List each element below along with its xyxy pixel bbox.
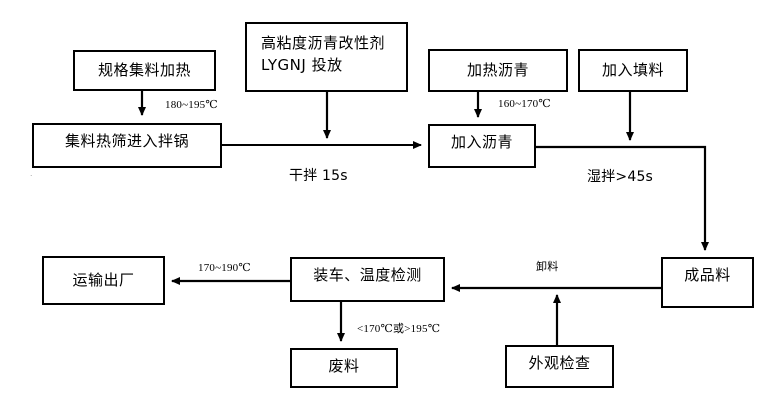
node-finished-material[interactable]: 成品料	[661, 257, 754, 308]
edge-addasphalt-to-finished	[536, 145, 709, 251]
node-label: 加热沥青	[466, 60, 529, 79]
edge-label-temp-160-170: 160~170℃	[498, 98, 551, 110]
node-label: 加入沥青	[450, 133, 513, 151]
node-label: 废料	[328, 357, 360, 375]
node-heat-asphalt[interactable]: 加热沥青	[428, 49, 568, 92]
edge-label-unloading: 卸料	[536, 260, 559, 273]
node-label: 规格集料加热	[97, 60, 191, 79]
node-label: 外观检查	[528, 354, 591, 372]
edge-label-dry-mix-time: 干拌 15s	[289, 168, 348, 184]
node-label: 高粘度沥青改性剂 LYGNJ 投放	[261, 34, 386, 74]
edge-label-wet-mix-time: 湿拌>45s	[587, 169, 654, 185]
node-transport-out-of-plant[interactable]: 运输出厂	[42, 256, 165, 305]
node-label: 运输出厂	[72, 270, 135, 289]
node-add-filler[interactable]: 加入填料	[578, 49, 688, 92]
node-add-asphalt[interactable]: 加入沥青	[428, 124, 536, 168]
node-hot-screening-into-mixer[interactable]: 集料热筛进入拌锅	[32, 123, 222, 168]
node-label: 集料热筛进入拌锅	[64, 132, 189, 150]
node-label: 装车、温度检测	[313, 266, 422, 284]
edge-label-temp-170-190: 170~190℃	[198, 262, 251, 274]
node-aggregate-heating[interactable]: 规格集料加热	[73, 50, 216, 91]
node-label: 加入填料	[601, 60, 664, 79]
scan-artifact-speck: ·	[30, 172, 33, 180]
node-waste-material[interactable]: 废料	[290, 348, 398, 388]
node-loading-temperature-check[interactable]: 装车、温度检测	[290, 257, 445, 302]
node-visual-inspection[interactable]: 外观检查	[505, 345, 614, 388]
node-modifier-dosing[interactable]: 高粘度沥青改性剂 LYGNJ 投放	[245, 22, 408, 92]
edge-label-temp-180-195: 180~195℃	[165, 99, 218, 111]
edge-label-reject-temperature: <170℃或>195℃	[357, 323, 441, 335]
node-label: 成品料	[684, 266, 731, 284]
